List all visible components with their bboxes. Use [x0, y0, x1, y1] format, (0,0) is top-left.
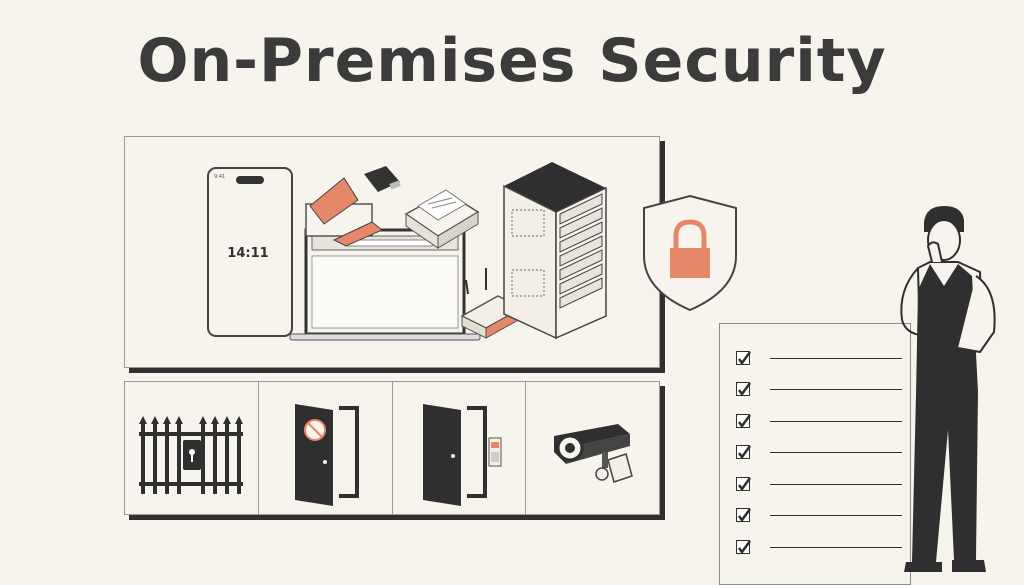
server-rack-icon: [503, 162, 607, 340]
cell-keypad-door: [393, 382, 527, 514]
scanner-icon: [404, 189, 480, 249]
checklist-item: [736, 538, 906, 558]
checklist-item: [736, 443, 906, 463]
checkbox-checked-icon: [736, 351, 751, 366]
checklist-item: [736, 412, 906, 432]
checklist-item: [736, 349, 906, 369]
checkbox-checked-icon: [736, 477, 751, 492]
usb-drive-icon: [364, 166, 401, 192]
phone-clock: 14:11: [227, 246, 269, 261]
security-camera-icon: [554, 424, 634, 483]
cell-camera: [526, 382, 659, 514]
cell-gate: [125, 382, 259, 514]
phone-status-time: 9:41: [214, 174, 226, 180]
page-title: On-Premises Security: [137, 26, 887, 96]
checkbox-checked-icon: [736, 414, 751, 429]
smartphone-icon: [207, 167, 293, 337]
checkbox-checked-icon: [736, 540, 751, 555]
keypad-door-icon: [422, 404, 501, 506]
printer-icon: [305, 177, 383, 247]
checklist-item: [736, 380, 906, 400]
checklist: [719, 323, 911, 585]
physical-security-row: [124, 381, 660, 515]
locked-gate-icon: [139, 416, 243, 494]
cell-no-entry-door: [259, 382, 393, 514]
checklist-item: [736, 506, 906, 526]
no-entry-door-icon: [294, 404, 359, 506]
checkbox-checked-icon: [736, 508, 751, 523]
checklist-item: [736, 475, 906, 495]
laptop-icon: [289, 228, 481, 341]
checkbox-checked-icon: [736, 445, 751, 460]
padlock-shield-icon: [643, 194, 737, 312]
checkbox-checked-icon: [736, 382, 751, 397]
